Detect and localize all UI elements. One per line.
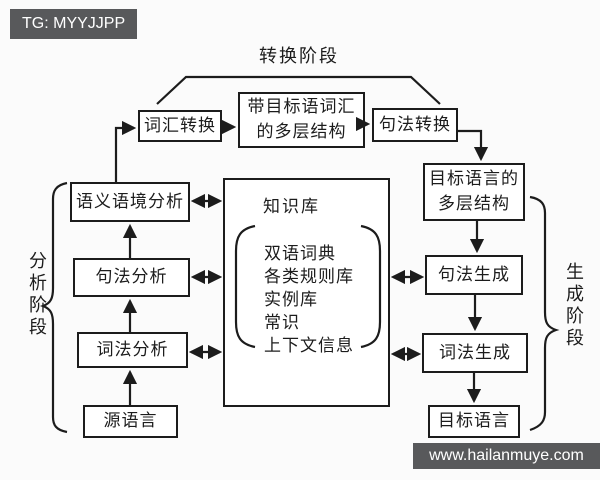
box-target-lexical-multilayer-line1: 带目标语词汇 [247, 97, 356, 117]
box-source-language: 源语言 [83, 405, 178, 438]
knowledge-base-item: 实例库 [264, 290, 318, 309]
box-target-multilayer-line2: 多层结构 [438, 194, 510, 213]
knowledge-base-title: 知识库 [263, 197, 320, 216]
knowledge-base-item: 常识 [264, 313, 300, 332]
phase-label-analysis: 分析阶段 [27, 251, 47, 339]
box-knowledge-base: 知识库 双语词典 各类规则库 实例库 常识 上下文信息 [223, 178, 390, 407]
box-target-multilayer: 目标语言的 多层结构 [423, 163, 525, 221]
phase-label-generation: 生成阶段 [564, 262, 584, 350]
phase-label-transfer: 转换阶段 [259, 46, 339, 66]
box-target-lexical-multilayer: 带目标语词汇 的多层结构 [238, 92, 365, 148]
box-target-multilayer-line1: 目标语言的 [429, 169, 519, 189]
knowledge-base-item: 各类规则库 [264, 267, 354, 286]
tag-badge: TG: MYYJJPP [10, 9, 137, 39]
box-target-lexical-multilayer-line2: 的多层结构 [256, 122, 347, 141]
box-lexical-transfer: 词汇转换 [138, 110, 222, 142]
box-target-language: 目标语言 [428, 405, 520, 438]
watermark-text: www.hailanmuye.com [429, 447, 584, 464]
arrow-syntax-transfer-to-target-structure [458, 129, 489, 162]
tag-badge-text: TG: MYYJJPP [22, 15, 126, 32]
box-syntax-transfer: 句法转换 [372, 108, 458, 142]
box-semantic-context-analysis: 语义语境分析 [70, 182, 190, 222]
box-lexical-generation: 词法生成 [422, 333, 528, 373]
box-lexical-analysis: 词法分析 [77, 332, 188, 368]
watermark-bar: www.hailanmuye.com [413, 443, 600, 469]
arrow-semantic-to-lexical-transfer [114, 120, 137, 182]
box-syntax-analysis: 句法分析 [73, 258, 190, 297]
brace-generation-phase [529, 195, 560, 432]
knowledge-base-item: 上下文信息 [264, 336, 354, 355]
knowledge-base-item: 双语词典 [264, 244, 336, 263]
box-syntax-generation: 句法生成 [425, 255, 523, 295]
